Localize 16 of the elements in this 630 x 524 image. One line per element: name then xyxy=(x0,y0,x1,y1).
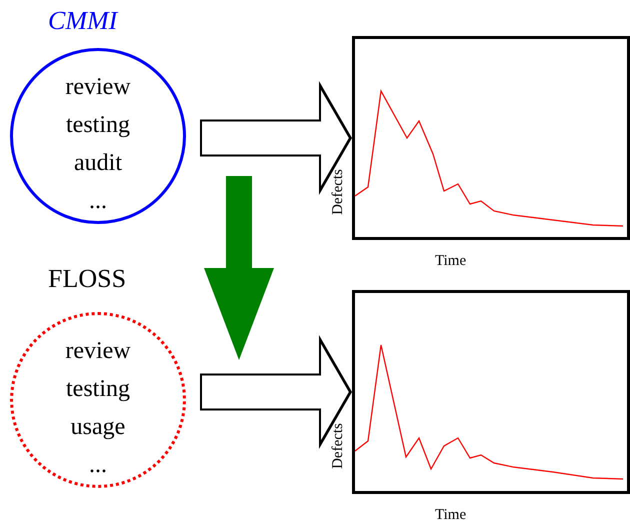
hollow-arrow xyxy=(200,335,352,449)
hollow-arrow xyxy=(200,81,352,195)
practice-item: ... xyxy=(89,187,107,216)
group-heading: CMMI xyxy=(48,6,118,36)
axis-label: Defects xyxy=(329,168,347,217)
axis-label: Time xyxy=(435,506,466,524)
practice-item: testing xyxy=(66,111,130,140)
practice-item: audit xyxy=(74,149,122,178)
group-heading: FLOSS xyxy=(48,264,126,294)
practice-item: testing xyxy=(66,375,130,404)
axis-label: Defects xyxy=(329,422,347,471)
practice-item: review xyxy=(65,337,131,366)
practice-item: review xyxy=(65,73,131,102)
practice-item: usage xyxy=(70,413,126,442)
axis-label: Time xyxy=(435,252,466,270)
practice-item: ... xyxy=(89,451,107,480)
